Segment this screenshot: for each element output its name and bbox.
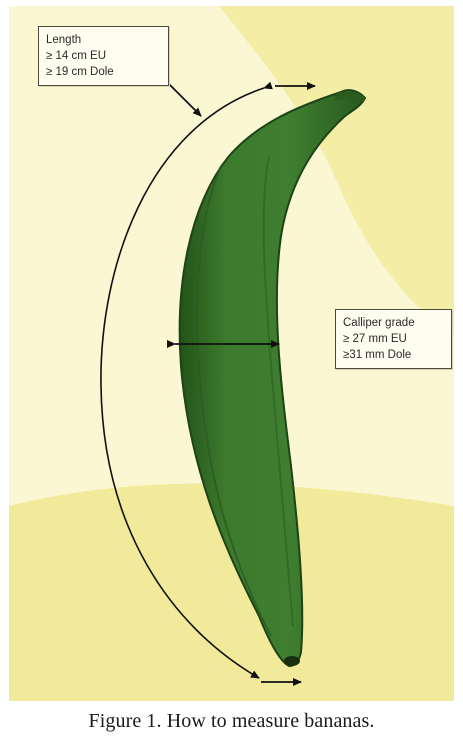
length-label-dole: ≥ 19 cm Dole — [46, 64, 162, 80]
caliper-label-dole: ≥31 mm Dole — [343, 347, 445, 363]
caliper-label-title: Calliper grade — [343, 315, 445, 331]
caliper-label-eu: ≥ 27 mm EU — [343, 331, 445, 347]
length-label-eu: ≥ 14 cm EU — [46, 48, 162, 64]
caliper-label-box: Calliper grade ≥ 27 mm EU ≥31 mm Dole — [335, 309, 452, 369]
figure-caption: Figure 1. How to measure bananas. — [0, 710, 463, 733]
length-label-title: Length — [46, 32, 162, 48]
banana-measurement-figure: Length ≥ 14 cm EU ≥ 19 cm Dole Calliper … — [9, 6, 454, 701]
banana-tip — [284, 656, 300, 666]
length-label-box: Length ≥ 14 cm EU ≥ 19 cm Dole — [38, 26, 169, 86]
